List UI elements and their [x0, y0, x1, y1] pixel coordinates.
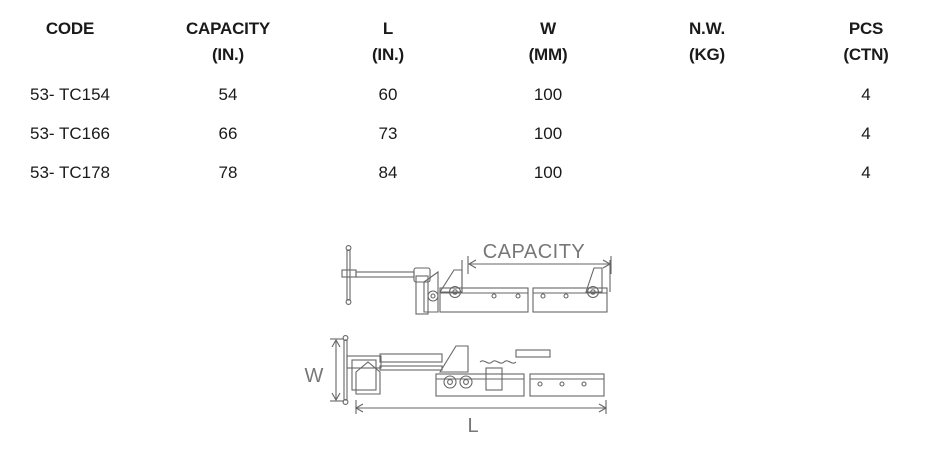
w-arrow-top [331, 338, 341, 348]
header-nw: N.W. (KG) [667, 16, 747, 68]
row-1-w: 100 [533, 85, 563, 104]
row-1-pcs: 4 [861, 85, 871, 104]
header-pcs-label: PCS [848, 19, 884, 38]
header-code: CODE [30, 16, 110, 42]
row-2-l: 73 [378, 124, 398, 143]
header-code-label: CODE [45, 19, 95, 38]
handle-rod [346, 249, 351, 301]
header-nw-label: N.W. [688, 19, 726, 38]
row-2-w: 100 [533, 124, 563, 143]
lower-bar-segment-1 [435, 373, 525, 397]
bar-segment-1 [439, 287, 529, 313]
header-l-unit: (IN.) [371, 45, 405, 64]
chain [479, 360, 517, 364]
row-2-code: 53- TC166 [30, 124, 111, 143]
header-w-label: W [540, 19, 556, 38]
row-3-pcs: 4 [861, 163, 871, 182]
header-l: L (IN.) [348, 16, 428, 68]
header-pcs: PCS (CTN) [826, 16, 906, 68]
long-screw [379, 353, 443, 363]
header-capacity-label: CAPACITY [185, 19, 271, 38]
row-3-capacity: 78 [218, 163, 238, 182]
capacity-arrow-left [467, 259, 477, 269]
clamp-top-view: CAPACITY [341, 241, 612, 315]
header-w-unit: (MM) [528, 45, 568, 64]
row-3-w: 100 [533, 163, 563, 182]
row-1-code: 53- TC154 [30, 85, 111, 104]
screw-shaft [355, 271, 415, 278]
lower-bar-segment-2 [529, 373, 605, 397]
w-label: W [305, 365, 324, 387]
row-2-pcs: 4 [861, 124, 871, 143]
row-1-l: 60 [378, 85, 398, 104]
handle-rod-lower [343, 339, 348, 401]
l-label: L [467, 415, 478, 437]
row-3-code: 53- TC178 [30, 163, 111, 182]
w-arrow-bottom [331, 392, 341, 402]
header-capacity-unit: (IN.) [211, 45, 245, 64]
row-1-capacity: 54 [218, 85, 238, 104]
row-2-capacity: 66 [218, 124, 238, 143]
header-pcs-unit: (CTN) [843, 45, 889, 64]
row-3-l: 84 [378, 163, 398, 182]
header-nw-unit: (KG) [688, 45, 726, 64]
header-capacity: CAPACITY (IN.) [168, 16, 288, 68]
bar-segment-2 [532, 287, 608, 313]
capacity-label: CAPACITY [483, 241, 586, 263]
header-l-label: L [382, 19, 394, 38]
clamp-dimension-diagram: CAPACITY [290, 232, 630, 442]
clamp-bottom-view: W [305, 335, 608, 437]
header-w: W (MM) [508, 16, 588, 68]
